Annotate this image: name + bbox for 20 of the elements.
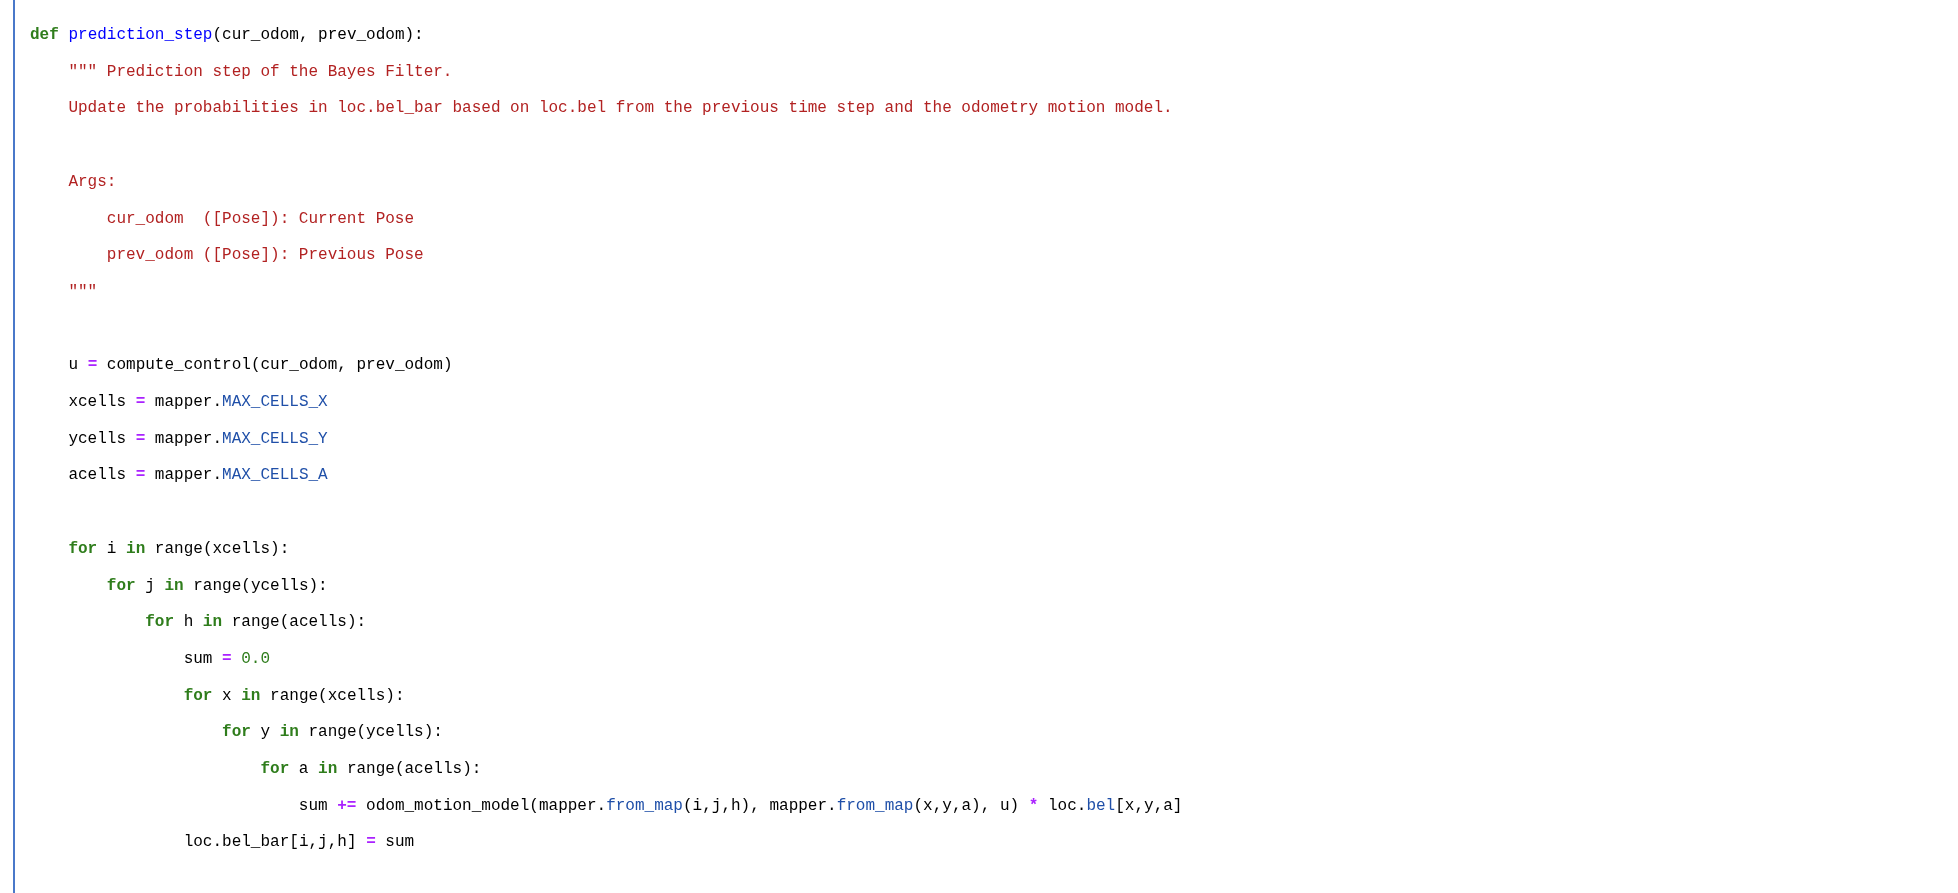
code-line: acells = mapper.MAX_CELLS_A [67, 465, 328, 487]
code-line: for h in range(acells): [144, 612, 367, 634]
code-line: u = compute_control(cur_odom, prev_odom) [67, 355, 453, 377]
code-line: cur_odom ([Pose]): Current Pose [105, 208, 415, 230]
code-line: for x in range(xcells): [182, 685, 405, 707]
code-line: prev_odom ([Pose]): Previous Pose [105, 245, 424, 267]
code-line: for j in range(ycells): [105, 575, 328, 597]
code-line: loc.bel_bar[i,j,h] = sum [182, 832, 415, 854]
code-line: ycells = mapper.MAX_CELLS_Y [67, 428, 328, 450]
code-line: Update the probabilities in loc.bel_bar based on loc.bel from the previous time step and the odometry motion model. [67, 98, 1173, 120]
code-line: for a in range(acells): [259, 759, 482, 780]
code-line: sum += odom_motion_model(mapper.from_map(i,j,h), mapper.from_map(x,y,a), u) * loc.bel[x,y,a] [297, 795, 1183, 817]
code-line: xcells = mapper.MAX_CELLS_X [67, 392, 328, 413]
code-line: sum = 0.0 [182, 648, 271, 670]
code-line: for y in range(ycells): [221, 722, 443, 744]
code-line: Args: [67, 171, 117, 193]
code-line: def prediction_step(cur_odom, prev_odom): [30, 25, 424, 46]
code-line: """ [67, 281, 98, 303]
code-line: for i in range(xcells): [67, 538, 290, 560]
code-line: """ Prediction step of the Bayes Filter. [67, 61, 453, 83]
